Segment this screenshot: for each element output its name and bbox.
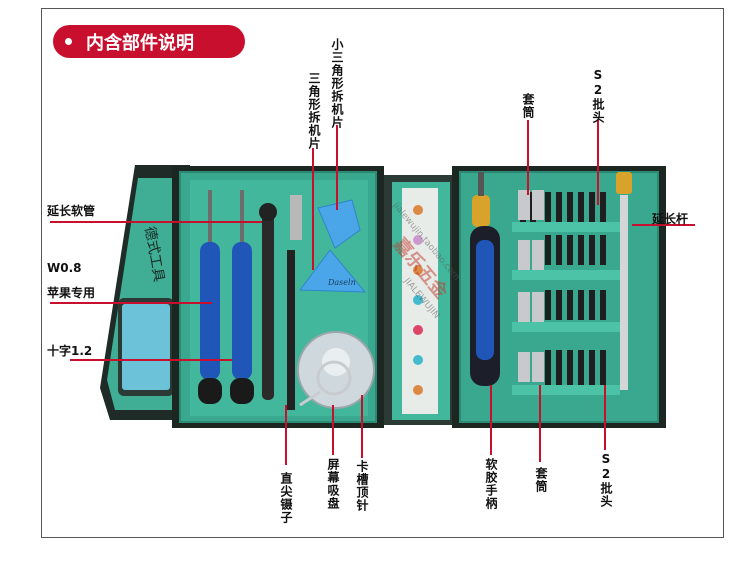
label-sleeve-top: 套筒 [521,93,535,119]
left-lid: 德式工具 [100,165,190,420]
label-sim-pin: 卡槽顶针 [355,460,369,512]
label-s2-bits-top: S2批头 [591,68,605,124]
label-suction-cup: 屏幕吸盘 [326,458,340,510]
label-extension-hose: 延长软管 [47,204,96,218]
section-title-text: 内含部件说明 [86,32,194,54]
bullet-icon [65,38,72,45]
middle-spine [384,175,456,425]
label-extension-rod: 延长杆 [652,212,689,226]
leader-lines [50,120,695,465]
label-soft-handle: 软胶手柄 [484,458,498,510]
label-apple-only: 苹果专用 [47,286,96,300]
label-tweezers: 直尖镊子 [279,472,293,524]
logo-text: Daseln [327,278,356,287]
left-tray: Daseln [172,166,384,428]
label-small-triangle-pry: 小三角形拆机片 [330,38,344,129]
label-triangle-pry: 三角形拆机片 [307,72,321,150]
label-cross-1-2: 十字1.2 [47,344,93,358]
label-sleeve-bottom: 套筒 [534,467,548,493]
right-tray [452,166,666,428]
label-w08: W0.8 [47,261,82,275]
label-s2-bits-bottom: S2批头 [599,452,613,508]
section-title: 内含部件说明 [53,25,245,58]
